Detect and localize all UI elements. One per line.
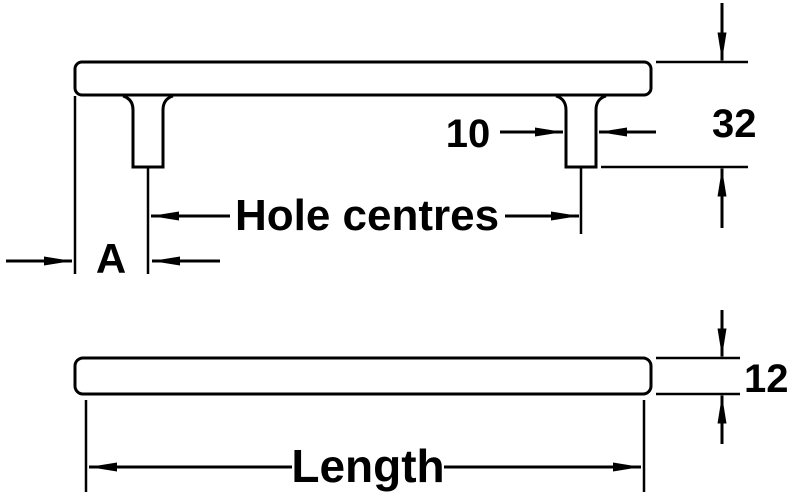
handle-left-post — [122, 94, 174, 169]
dim-32-label: 32 — [712, 102, 757, 146]
dim-12-label: 12 — [744, 357, 789, 401]
handle-bar-profile — [73, 356, 653, 396]
dim-10-label: 10 — [446, 112, 491, 156]
dim-a-label: A — [96, 235, 126, 282]
front-view: 32 10 Hole centres A — [6, 3, 757, 282]
hole-centres-label: Hole centres — [235, 191, 499, 240]
length-label: Length — [291, 440, 444, 492]
handle-bar-front — [73, 60, 653, 97]
profile-view: 12 Length — [73, 310, 789, 492]
handle-right-post — [555, 94, 607, 169]
